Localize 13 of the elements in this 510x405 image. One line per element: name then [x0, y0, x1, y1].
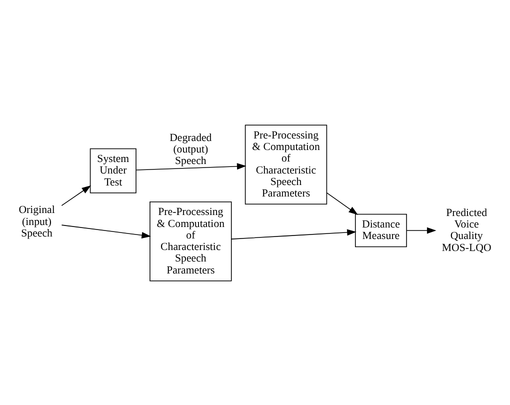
- arrow: [406, 226, 436, 234]
- node-box: Pre-Processing & Computation of Characteristic Speech Parameters: [150, 200, 232, 281]
- arrow: [136, 162, 246, 170]
- arrow: [326, 192, 358, 214]
- node-text: Original (input) Speech: [18, 204, 55, 239]
- node-box: System Under Test: [90, 148, 136, 193]
- arrow: [231, 228, 356, 239]
- edge-label: Degraded (output) Speech: [170, 131, 212, 167]
- node-box: Pre-Processing & Computation of Characteristic Speech Parameters: [244, 124, 328, 204]
- node-text: Predicted Voice Quality MOS-LQO: [442, 206, 492, 254]
- node-box: Distance Measure: [355, 213, 407, 247]
- arrow: [61, 224, 152, 238]
- arrow: [61, 184, 92, 206]
